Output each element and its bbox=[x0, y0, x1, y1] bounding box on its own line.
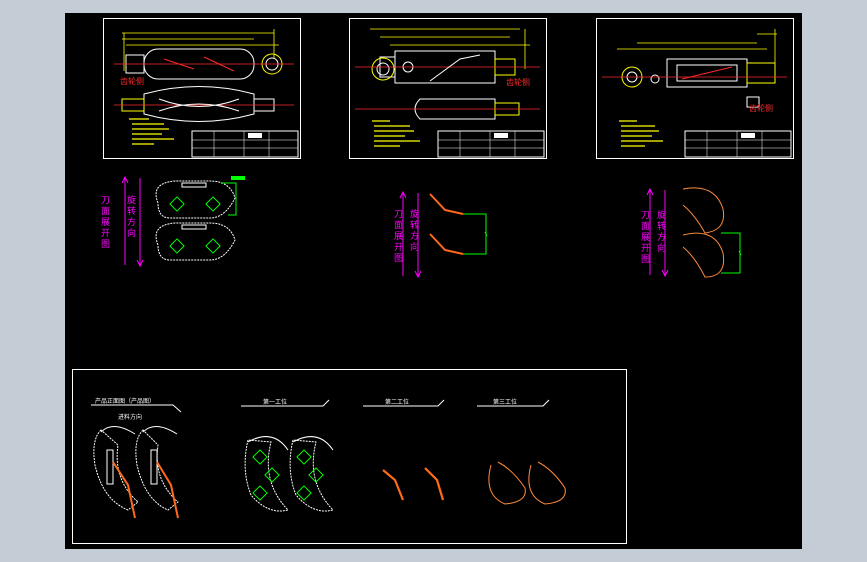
rotation-direction-label-2: 旋转方向 bbox=[410, 210, 420, 253]
blade-expansion-diagram-2: 刀面展开图 旋转方向 bbox=[383, 188, 503, 283]
gear-side-label-2: 齿轮侧 bbox=[506, 78, 530, 87]
blade-expansion-3-graphics bbox=[646, 187, 742, 278]
drawing-sheet-1[interactable]: 齿轮侧 bbox=[103, 18, 301, 159]
blade-expansion-1-graphics bbox=[121, 175, 245, 268]
gear-side-label-3: 齿轮侧 bbox=[749, 104, 773, 113]
rotation-direction-label-1: 旋转方向 bbox=[127, 196, 137, 239]
gear-side-label-1: 齿轮侧 bbox=[120, 77, 144, 86]
product-front-label: 产品正面图（产品图） bbox=[95, 398, 156, 405]
drawing-sheet-3[interactable]: 齿轮侧 bbox=[596, 18, 794, 159]
process-station-graphics bbox=[91, 399, 566, 519]
blade-expansion-label-2: 刀面展开图 bbox=[394, 210, 404, 264]
step-2-label: 第二工位 bbox=[385, 399, 410, 406]
blade-expansion-label-3: 刀面展开图 bbox=[641, 211, 651, 265]
rotation-direction-label-3: 旋转方向 bbox=[657, 211, 667, 254]
blade-expansion-diagram-3: 刀面展开图 旋转方向 bbox=[635, 185, 755, 285]
blade-expansion-diagram-1: 刀面展开图 旋转方向 bbox=[101, 173, 260, 273]
cad-drawing-canvas[interactable]: 齿轮侧 bbox=[65, 13, 802, 549]
step-1-label: 第一工位 bbox=[263, 399, 288, 406]
process-station-frame[interactable]: 产品正面图（产品图） 进料方向 第一工位 第二工位 第三工位 bbox=[72, 369, 627, 544]
sheet-1-graphics bbox=[114, 29, 299, 158]
drawing-sheet-2[interactable]: 齿轮侧 bbox=[349, 18, 547, 159]
sheet-3-graphics bbox=[602, 29, 792, 158]
blade-expansion-2-graphics bbox=[399, 190, 488, 279]
blade-expansion-label-1: 刀面展开图 bbox=[101, 196, 111, 250]
sheet-2-graphics bbox=[355, 28, 545, 158]
step-3-label: 第三工位 bbox=[493, 399, 518, 406]
material-feed-label: 进料方向 bbox=[118, 414, 143, 421]
